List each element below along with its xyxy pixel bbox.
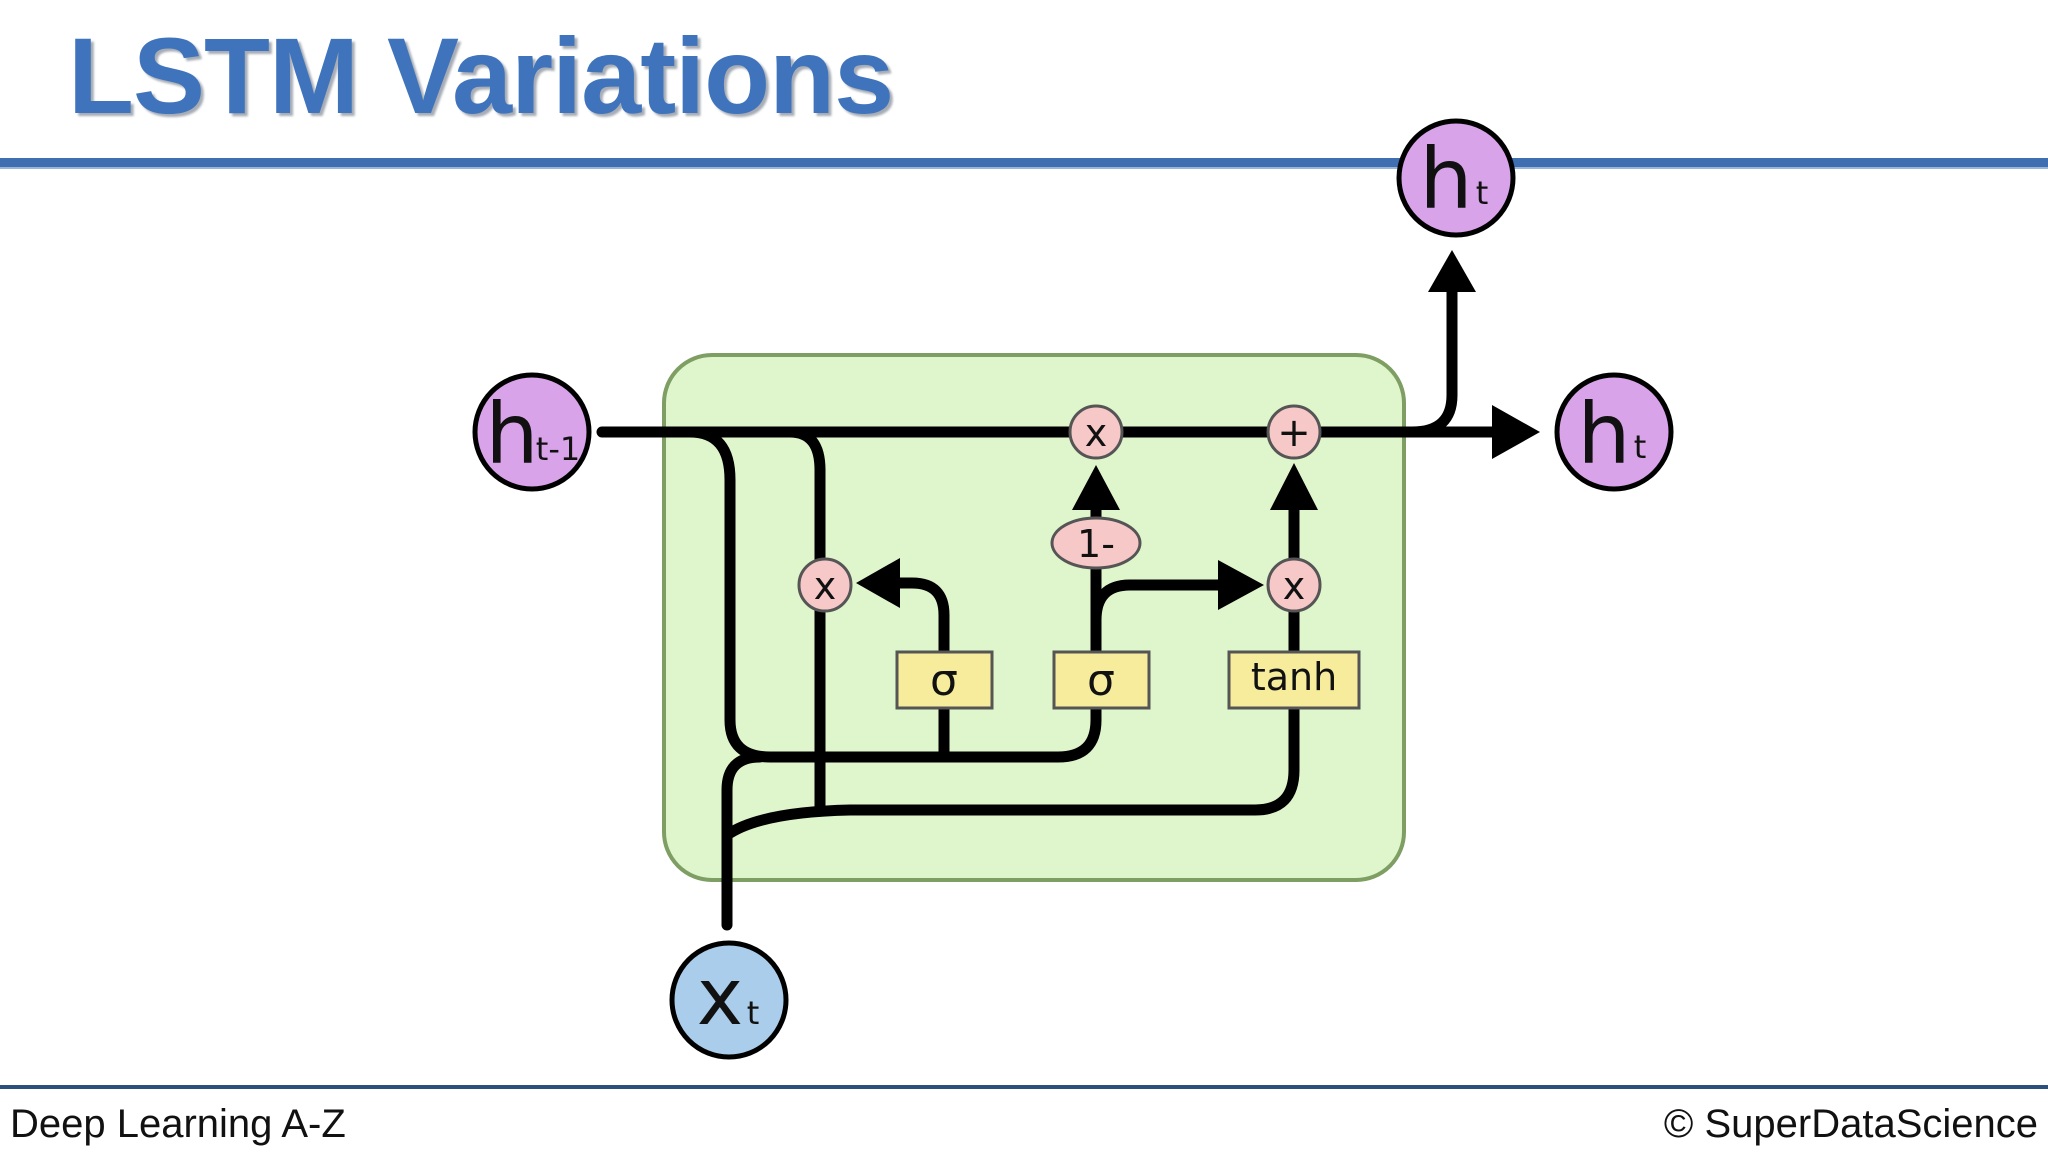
op-add-top-label: + [1277,410,1311,456]
arrow-up-add [1270,463,1318,510]
arrow-right-main [1492,405,1540,459]
op-mult-right-label: x [1283,564,1306,608]
node-hidden-right: h t [1554,372,1674,492]
arrowheads [856,250,1540,610]
sigma-left-to-mult [879,577,950,763]
op-mult-left: x [797,557,853,613]
lstm-cell-box [662,353,1406,882]
header-rule [0,158,2048,167]
node-prev-hidden-main: h [485,385,538,483]
gate-tanh: tanh [1227,650,1361,710]
node-input-x-main: x [697,953,743,1043]
header-rule-shadow [0,167,2048,169]
node-input-x: x t [669,940,789,1060]
gate-sigma-left: σ [895,650,994,710]
gate-tanh-label: tanh [1251,655,1337,699]
sigma-mid-to-mult-right [1090,579,1228,626]
node-hidden-right-main: h [1577,385,1630,483]
footer-copyright: © SuperDataScience [1663,1102,2038,1146]
arrow-up-mult-top [1072,465,1120,510]
node-hidden-top-main: h [1419,130,1472,228]
op-mult-left-label: x [814,564,837,608]
footer-course-name: Deep Learning A-Z [10,1102,346,1146]
node-hidden-right-sub: t [1634,428,1647,466]
gate-sigma-mid: σ [1052,650,1151,710]
connection-lines [596,286,1526,931]
gate-sigma-mid-label: σ [1087,655,1115,706]
slide-title: LSTM Variations [68,15,894,136]
arrow-left-mult [856,558,900,608]
arrow-right-mult [1218,560,1264,610]
op-mult-top-label: x [1085,411,1108,455]
prev-hidden-branch-left [684,426,1102,763]
output-up-line [1406,286,1458,438]
op-add-top: + [1266,404,1322,460]
input-up-line [721,751,766,931]
node-prev-hidden-sub: t-1 [536,430,580,468]
op-one-minus-label: 1- [1077,522,1115,566]
footer-rule [0,1085,2048,1089]
lstm-diagram: σ σ tanh x + 1- x x h t-1 h t h [0,118,2048,1060]
node-prev-hidden: h t-1 [472,372,592,492]
node-input-x-sub: t [747,994,760,1032]
op-mult-top: x [1068,404,1124,460]
op-one-minus: 1- [1050,516,1142,570]
op-mult-right: x [1266,557,1322,613]
node-hidden-top-sub: t [1476,174,1489,212]
node-hidden-top: h t [1396,118,1516,238]
arrow-up-ht [1428,250,1476,292]
input-branch-line [721,702,1300,841]
gate-sigma-left-label: σ [930,655,958,706]
